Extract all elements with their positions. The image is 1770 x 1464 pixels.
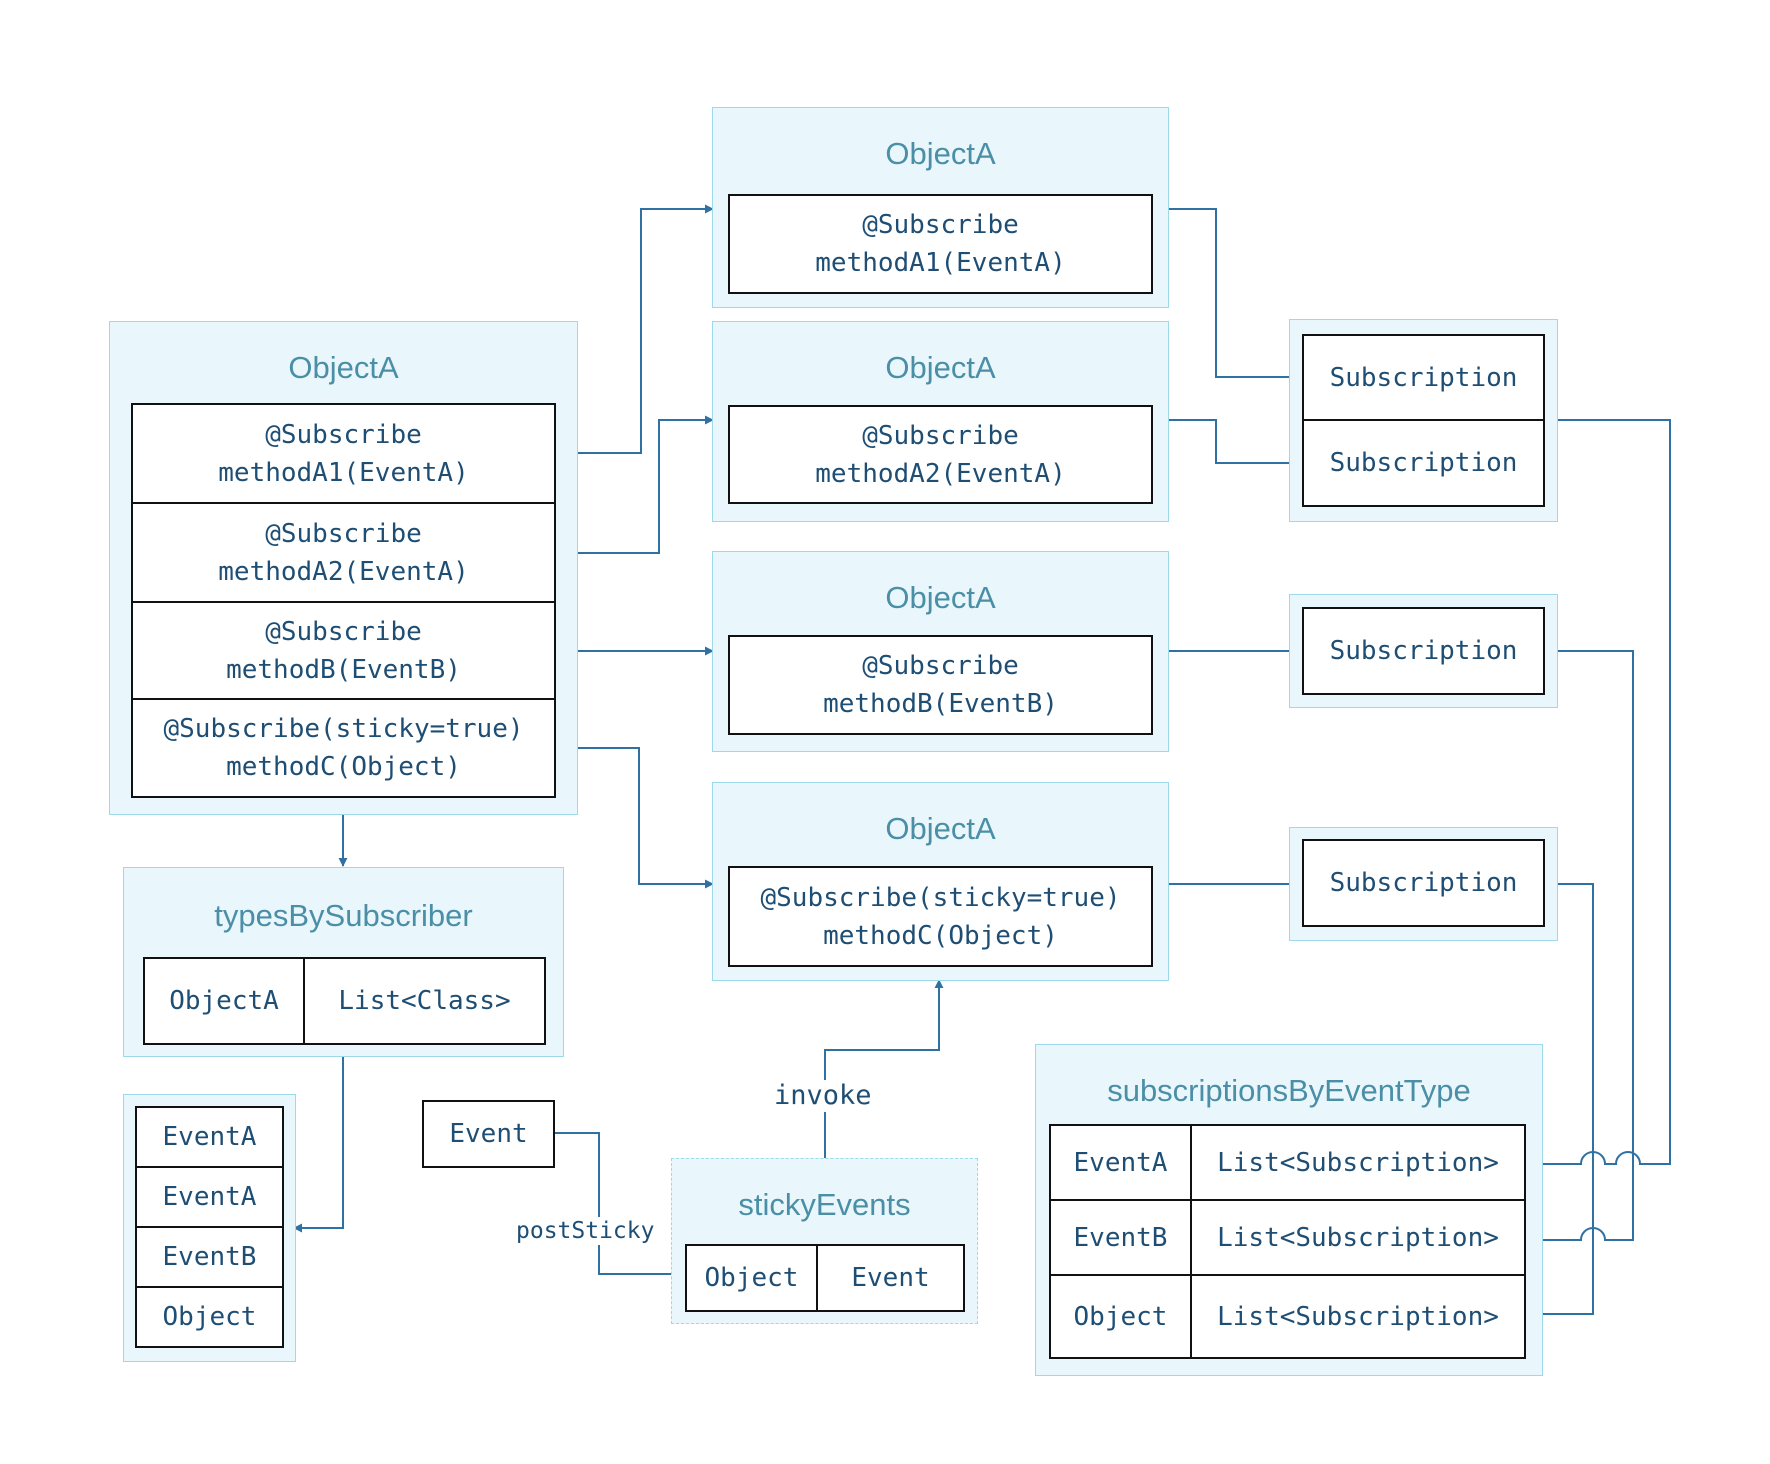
arrow-subscriptions-a-to-eventA bbox=[1525, 419, 1671, 1169]
subscription-cell: Subscription bbox=[1302, 607, 1545, 695]
panel-title: ObjectA bbox=[885, 136, 996, 171]
arrow-event-to-stickyEvents bbox=[555, 1132, 688, 1279]
map-value: List<Subscription> bbox=[1217, 1222, 1499, 1253]
event-type-label: Object bbox=[162, 1302, 257, 1332]
arrow-methodC-to-objectA-4 bbox=[555, 747, 714, 889]
map-key: Object bbox=[1073, 1301, 1168, 1332]
event-type-item: EventA bbox=[135, 1106, 284, 1168]
arrow-methodA2-to-objectA-2 bbox=[555, 415, 714, 554]
subscription-label: Subscription bbox=[1329, 448, 1518, 478]
method-signature: methodC(Object) bbox=[226, 752, 461, 782]
event-type-key: EventB bbox=[1049, 1199, 1192, 1276]
sticky-events-key: Object bbox=[685, 1244, 818, 1312]
map-value: List<Subscription> bbox=[1217, 1301, 1499, 1332]
panel-title: ObjectA bbox=[885, 350, 996, 385]
arrow-typesBySubscriber-to-eventtypes bbox=[293, 1056, 344, 1233]
arrow-objectA-2-to-subscription-2 bbox=[1167, 419, 1301, 468]
subscriptions-by-event-type-title: subscriptionsByEventType bbox=[1107, 1073, 1471, 1108]
method-annotation: @Subscribe bbox=[265, 518, 422, 549]
invoke-label: invoke bbox=[770, 1080, 876, 1112]
event-type-label: EventA bbox=[162, 1122, 257, 1152]
post-sticky-label: postSticky bbox=[512, 1217, 659, 1245]
map-value: Event bbox=[851, 1263, 930, 1293]
subscription-cell: Subscription bbox=[1302, 839, 1545, 927]
event-type-item: EventA bbox=[135, 1166, 284, 1228]
arrow-subscriptions-b-to-eventB bbox=[1525, 650, 1634, 1245]
method-cell-a1: @Subscribe methodA1(EventA) bbox=[728, 194, 1153, 294]
subscription-label: Subscription bbox=[1329, 868, 1518, 898]
method-signature: methodB(EventB) bbox=[226, 654, 461, 685]
method-annotation: @Subscribe bbox=[862, 210, 1019, 240]
map-key: Object bbox=[704, 1263, 799, 1293]
method-annotation: @Subscribe bbox=[265, 616, 422, 647]
method-signature: methodA2(EventA) bbox=[815, 458, 1066, 489]
event-type-item: Object bbox=[135, 1286, 284, 1348]
method-annotation: @Subscribe bbox=[862, 651, 1019, 681]
types-by-subscriber-key: ObjectA bbox=[143, 957, 305, 1045]
method-cell-c: @Subscribe(sticky=true) methodC(Object) bbox=[728, 866, 1153, 967]
subscriber-method-a1: @Subscribe methodA1(EventA) bbox=[131, 403, 556, 504]
map-value: List<Subscription> bbox=[1217, 1147, 1499, 1178]
event-source-box: Event bbox=[422, 1100, 555, 1168]
arrow-stickyEvents-invoke-objectA-4 bbox=[824, 979, 944, 1158]
method-signature: methodA1(EventA) bbox=[815, 248, 1066, 278]
types-by-subscriber-value: List<Class> bbox=[303, 957, 546, 1045]
arrow-methodA1-to-objectA-1 bbox=[555, 204, 714, 454]
event-type-key: EventA bbox=[1049, 1124, 1192, 1201]
sticky-events-value: Event bbox=[816, 1244, 965, 1312]
subscription-cell: Subscription bbox=[1302, 334, 1545, 421]
method-cell-b: @Subscribe methodB(EventB) bbox=[728, 635, 1153, 735]
method-annotation: @Subscribe(sticky=true) bbox=[163, 714, 524, 744]
types-by-subscriber-title: typesBySubscriber bbox=[214, 898, 473, 933]
event-source-label: Event bbox=[449, 1119, 528, 1149]
subscription-cell: Subscription bbox=[1302, 419, 1545, 507]
subscriber-title: ObjectA bbox=[288, 350, 399, 385]
method-signature: methodA2(EventA) bbox=[218, 556, 469, 587]
subscription-list-value: List<Subscription> bbox=[1190, 1199, 1526, 1276]
subscription-list-value: List<Subscription> bbox=[1190, 1124, 1526, 1201]
method-annotation: @Subscribe(sticky=true) bbox=[760, 882, 1121, 913]
method-signature: methodA1(EventA) bbox=[218, 457, 469, 488]
event-type-label: EventA bbox=[162, 1182, 257, 1212]
method-signature: methodB(EventB) bbox=[823, 689, 1058, 719]
method-signature: methodC(Object) bbox=[823, 920, 1058, 951]
map-value: List<Class> bbox=[338, 986, 511, 1016]
event-type-item: EventB bbox=[135, 1226, 284, 1288]
arrow-subscriptions-c-to-object bbox=[1525, 883, 1594, 1319]
panel-title: ObjectA bbox=[885, 811, 996, 846]
arrow-objectA-1-to-subscription-1 bbox=[1167, 208, 1301, 382]
panel-title: ObjectA bbox=[885, 580, 996, 615]
subscriber-method-b: @Subscribe methodB(EventB) bbox=[131, 601, 556, 700]
event-type-label: EventB bbox=[162, 1242, 257, 1272]
sticky-events-title: stickyEvents bbox=[738, 1187, 911, 1222]
method-annotation: @Subscribe bbox=[862, 420, 1019, 451]
subscription-list-value: List<Subscription> bbox=[1190, 1274, 1526, 1359]
method-annotation: @Subscribe bbox=[265, 419, 422, 450]
method-cell-a2: @Subscribe methodA2(EventA) bbox=[728, 405, 1153, 504]
map-key: EventA bbox=[1073, 1147, 1168, 1178]
subscription-label: Subscription bbox=[1329, 362, 1518, 393]
subscriber-method-a2: @Subscribe methodA2(EventA) bbox=[131, 502, 556, 603]
map-key: ObjectA bbox=[169, 986, 279, 1016]
event-type-key: Object bbox=[1049, 1274, 1192, 1359]
subscriber-method-c: @Subscribe(sticky=true) methodC(Object) bbox=[131, 698, 556, 798]
map-key: EventB bbox=[1073, 1222, 1168, 1253]
subscription-label: Subscription bbox=[1329, 636, 1518, 666]
